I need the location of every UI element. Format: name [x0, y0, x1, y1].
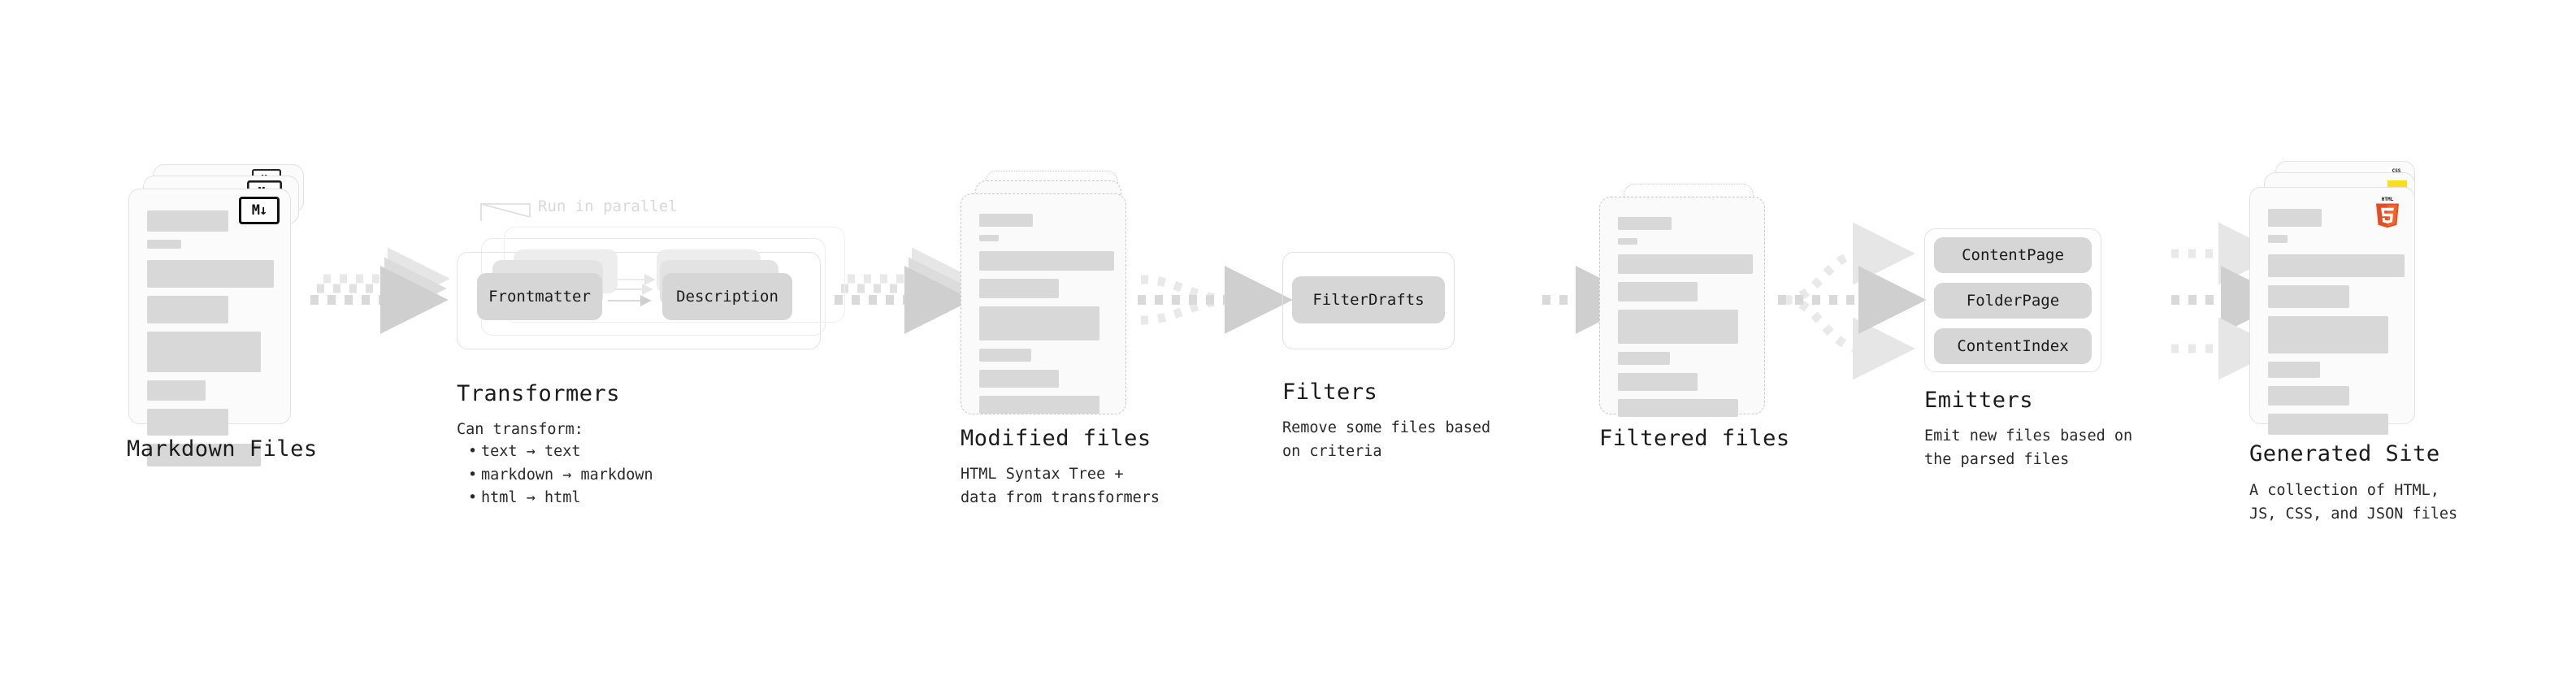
modified-file-card-front: [961, 193, 1126, 414]
stage-desc-generated-site: A collection of HTML, JS, CSS, and JSON …: [2249, 482, 2458, 523]
skeleton-row: [2268, 254, 2405, 277]
skeleton-row: [147, 240, 181, 249]
stage-desc-filters: Remove some files based on criteria: [1282, 419, 1491, 460]
transformer-chip-frontmatter[interactable]: Frontmatter: [477, 273, 602, 320]
skeleton-row: [147, 380, 206, 401]
generated-site-card-front: [2249, 187, 2415, 435]
run-in-parallel-label: Run in parallel: [538, 197, 678, 215]
skeleton-row: [147, 296, 228, 323]
transformer-chip-description[interactable]: Description: [662, 273, 792, 320]
emitter-chip-folderpage[interactable]: FolderPage: [1934, 283, 2092, 319]
stage-title-filtered-files: Filtered files: [1599, 426, 1790, 451]
transformers-frame-front: [457, 252, 821, 349]
skeleton-row: [979, 396, 1099, 414]
connector-md-to-transformers: [310, 247, 450, 334]
chip-label: ContentPage: [1962, 246, 2064, 264]
modified-file-skeleton: [961, 194, 1125, 414]
run-in-parallel-leader-diagonal: [480, 203, 531, 218]
skeleton-row: [1618, 399, 1738, 417]
skeleton-row: [147, 409, 228, 436]
skeleton-row: [979, 235, 999, 241]
skeleton-row: [1618, 373, 1698, 391]
skeleton-row: [1618, 282, 1698, 301]
markdown-file-card-front: [128, 189, 291, 466]
filter-chip-filterdrafts[interactable]: FilterDrafts: [1292, 276, 1445, 323]
skeleton-row: [2268, 362, 2320, 378]
markdown-badge-label: M↓: [251, 202, 268, 219]
emitter-chip-contentpage[interactable]: ContentPage: [1934, 237, 2092, 273]
skeleton-row: [979, 306, 1099, 340]
transformers-bullet-list: text → text markdown → markdown html → h…: [457, 440, 653, 510]
skeleton-row: [979, 251, 1114, 271]
filtered-file-card-front: [1599, 197, 1765, 417]
connector-filtered-to-emitters: [1778, 222, 1927, 380]
chip-label: ContentIndex: [1957, 337, 2069, 355]
markdown-badge-front: M↓: [239, 197, 280, 224]
skeleton-row: [2268, 386, 2349, 406]
skeleton-row: [2268, 316, 2388, 354]
transformers-bullet: html → html: [468, 487, 653, 510]
stage-title-generated-site: Generated Site: [2249, 441, 2440, 466]
markdown-files-card-stack: M↓ M↓ M↓: [128, 164, 315, 466]
skeleton-row: [147, 210, 228, 232]
skeleton-row: [979, 279, 1059, 298]
markdown-file-skeleton: [129, 189, 290, 466]
skeleton-row: [2268, 235, 2288, 243]
skeleton-row: [1618, 217, 1672, 230]
html5-badge: HTML: [2373, 195, 2402, 229]
chip-label: Description: [676, 288, 778, 306]
css-badge-label: CSS: [2392, 168, 2401, 174]
stage-title-modified-files: Modified files: [961, 426, 1151, 451]
skeleton-row: [147, 332, 261, 372]
skeleton-row: [979, 370, 1059, 388]
transformers-bullet: text → text: [468, 440, 653, 464]
emitter-chip-contentindex[interactable]: ContentIndex: [1934, 328, 2092, 364]
chip-label: Frontmatter: [488, 288, 591, 306]
chip-label: FolderPage: [1966, 292, 2060, 310]
run-in-parallel-leader: [480, 203, 531, 221]
stage-desc-modified-files: HTML Syntax Tree + data from transformer…: [961, 466, 1160, 506]
skeleton-row: [2268, 209, 2322, 227]
skeleton-row: [979, 214, 1033, 227]
stage-desc-emitters: Emit new files based on the parsed files: [1924, 427, 2133, 468]
stage-title-transformers: Transformers: [457, 381, 621, 406]
skeleton-row: [2268, 285, 2349, 308]
skeleton-row: [1618, 310, 1738, 344]
skeleton-row: [2268, 414, 2388, 435]
skeleton-row: [147, 444, 261, 466]
transformers-bullet: markdown → markdown: [468, 464, 653, 488]
skeleton-row: [979, 349, 1031, 362]
generated-site-card-stack: CSS HTML: [2249, 161, 2444, 435]
skeleton-row: [1618, 254, 1753, 274]
filtered-file-skeleton: [1600, 197, 1764, 417]
filters-frame: [1282, 252, 1455, 349]
transformers-desc-head: Can transform:: [457, 421, 583, 438]
stage-title-emitters: Emitters: [1924, 388, 2034, 413]
chip-label: FilterDrafts: [1312, 291, 1425, 309]
filtered-files-card-stack: [1599, 184, 1786, 436]
skeleton-row: [147, 260, 274, 288]
skeleton-row: [1618, 352, 1670, 365]
html5-shield-icon: HTML: [2376, 197, 2399, 228]
emitters-frame: [1924, 228, 2101, 372]
stage-title-filters: Filters: [1282, 380, 1378, 405]
svg-text:HTML: HTML: [2382, 197, 2394, 202]
skeleton-row: [1618, 238, 1637, 245]
stage-title-markdown-files: Markdown Files: [127, 436, 318, 462]
generated-site-skeleton: [2250, 188, 2414, 435]
modified-files-card-stack: [961, 171, 1147, 431]
connector-transformers-to-modified: [835, 247, 974, 334]
